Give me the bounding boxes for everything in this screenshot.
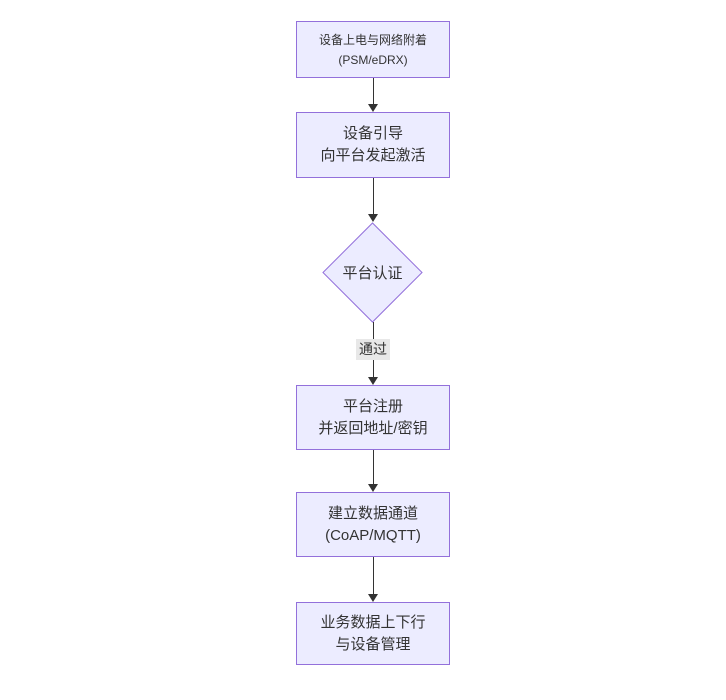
node-bootstrap: 设备引导 向平台发起激活 (296, 112, 450, 178)
node-power-attach-line1: 设备上电与网络附着 (318, 32, 427, 47)
node-power-attach-line2: (PSM/eDRX) (338, 52, 408, 67)
node-platform-auth-label: 平台认证 (342, 265, 403, 282)
node-bootstrap-line2: 向平台发起激活 (320, 147, 426, 164)
arrow-bootstrap-to-auth (368, 178, 379, 222)
node-data-channel-line1: 建立数据通道 (327, 504, 418, 522)
arrow-line (373, 78, 374, 105)
node-business-data: 业务数据上下行 与设备管理 (296, 602, 450, 665)
arrow-line (373, 450, 374, 485)
node-data-channel: 建立数据通道 (CoAP/MQTT) (296, 492, 450, 557)
arrowhead-icon (368, 214, 378, 222)
node-platform-register-line2: 并返回地址/密钥 (318, 419, 428, 437)
arrow-line (373, 178, 374, 215)
arrow-line (373, 557, 374, 595)
arrow-register-to-channel (368, 450, 379, 492)
edge-label-pass: 通过 (356, 339, 390, 360)
node-bootstrap-line1: 设备引导 (342, 125, 403, 142)
arrowhead-icon (368, 377, 378, 385)
node-platform-register: 平台注册 并返回地址/密钥 (296, 385, 450, 450)
node-platform-register-line1: 平台注册 (342, 397, 403, 415)
node-platform-auth: 平台认证 (322, 222, 423, 323)
node-business-data-line2: 与设备管理 (335, 635, 411, 653)
arrow-power-to-bootstrap (368, 78, 379, 112)
arrow-channel-to-business (368, 557, 379, 602)
node-power-attach: 设备上电与网络附着 (PSM/eDRX) (296, 21, 450, 78)
arrowhead-icon (368, 594, 378, 602)
arrowhead-icon (368, 104, 378, 112)
node-data-channel-line2: (CoAP/MQTT) (325, 526, 421, 544)
arrowhead-icon (368, 484, 378, 492)
node-business-data-line1: 业务数据上下行 (320, 613, 426, 631)
